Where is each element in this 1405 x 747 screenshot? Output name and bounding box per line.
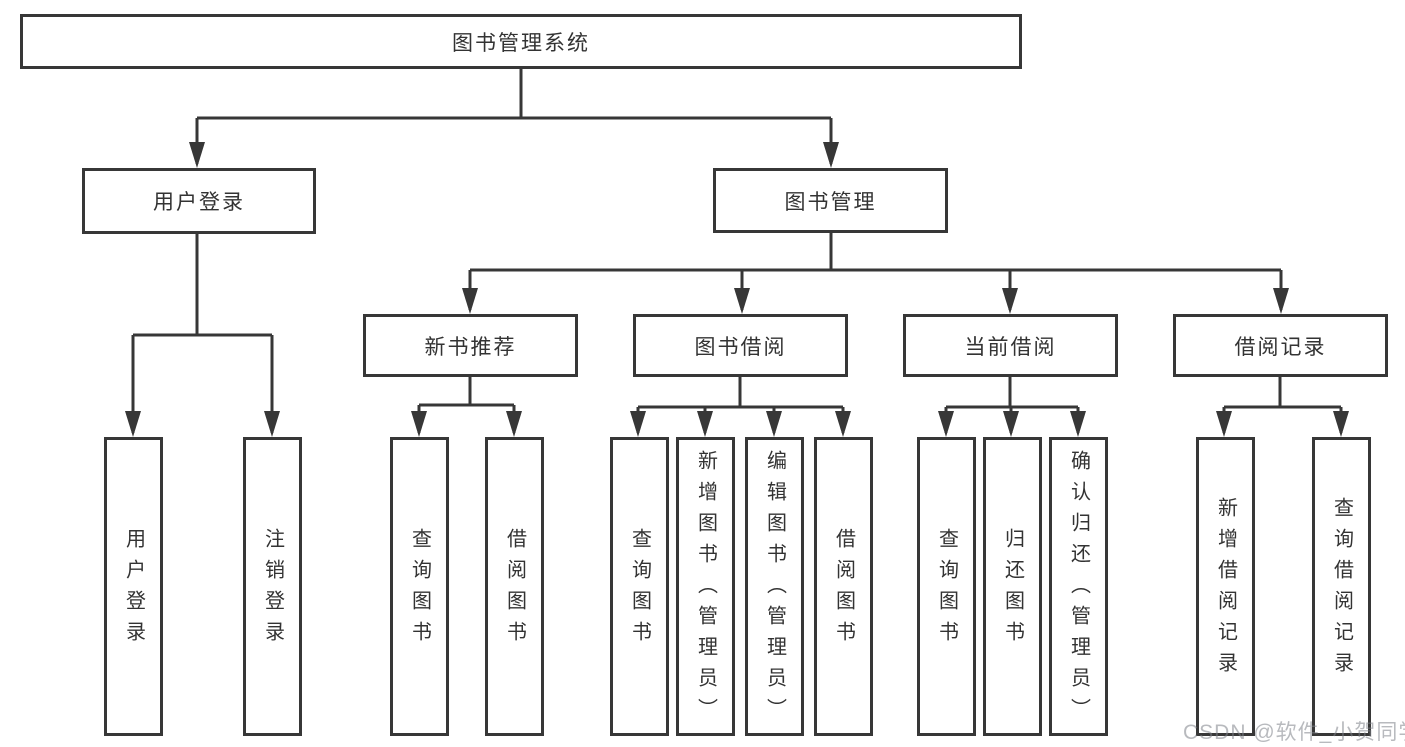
node-book-management: 图书管理 <box>713 168 948 233</box>
leaf-logout: 注销登录 <box>243 437 302 736</box>
leaf-borrow-edit-books-admin: 编辑图书（管理员） <box>745 437 804 736</box>
node-new-book-recommend: 新书推荐 <box>363 314 578 377</box>
leaf-current-query-books: 查询图书 <box>917 437 976 736</box>
arrowhead-group <box>125 142 1349 437</box>
leaf-borrow-add-books-admin: 新增图书（管理员） <box>676 437 735 736</box>
leaf-recommend-query-books: 查询图书 <box>390 437 449 736</box>
leaf-borrow-borrow-books: 借阅图书 <box>814 437 873 736</box>
node-library-system: 图书管理系统 <box>20 14 1022 69</box>
node-user-login: 用户登录 <box>82 168 316 234</box>
node-book-borrow: 图书借阅 <box>633 314 848 377</box>
leaf-current-confirm-return-admin: 确认归还（管理员） <box>1049 437 1108 736</box>
leaf-record-query-borrow-record: 查询借阅记录 <box>1312 437 1371 736</box>
leaf-record-add-borrow-record: 新增借阅记录 <box>1196 437 1255 736</box>
csdn-watermark: CSDN @软件_小贺同学 <box>1183 721 1405 744</box>
node-current-borrow: 当前借阅 <box>903 314 1118 377</box>
node-borrow-records: 借阅记录 <box>1173 314 1388 377</box>
leaf-borrow-query-books: 查询图书 <box>610 437 669 736</box>
leaf-current-return-books: 归还图书 <box>983 437 1042 736</box>
leaf-user-login: 用户登录 <box>104 437 163 736</box>
leaf-recommend-borrow-books: 借阅图书 <box>485 437 544 736</box>
